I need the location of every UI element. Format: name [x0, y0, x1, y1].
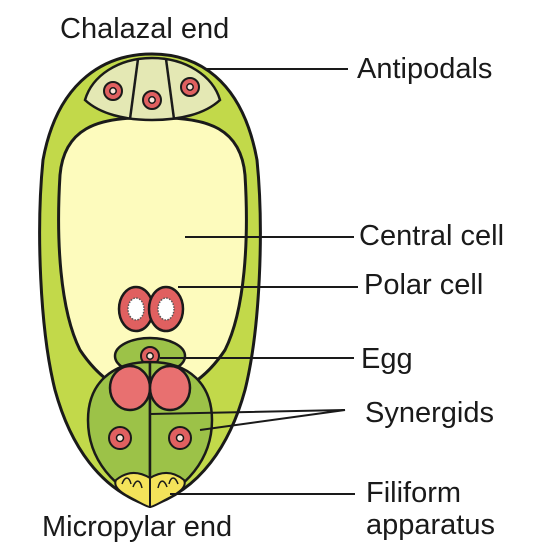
leader-line-synergids	[149, 409, 346, 431]
label-antipodals: Antipodals	[357, 53, 493, 85]
label-polar-cell: Polar cell	[364, 269, 484, 301]
antipodal-cells	[83, 56, 222, 122]
label-egg: Egg	[361, 343, 413, 375]
label-filiform-line1: Filiform	[366, 477, 462, 509]
label-filiform-line2: apparatus	[366, 509, 495, 541]
label-chalazal-end: Chalazal end	[60, 13, 230, 45]
synergid-cells	[86, 360, 214, 504]
label-central-cell: Central cell	[359, 220, 505, 252]
label-synergids: Synergids	[365, 397, 494, 429]
leader-lines	[149, 68, 358, 495]
polar-nuclei	[117, 285, 185, 333]
label-micropylar-end: Micropylar end	[42, 511, 233, 543]
filiform-apparatus	[114, 472, 186, 509]
